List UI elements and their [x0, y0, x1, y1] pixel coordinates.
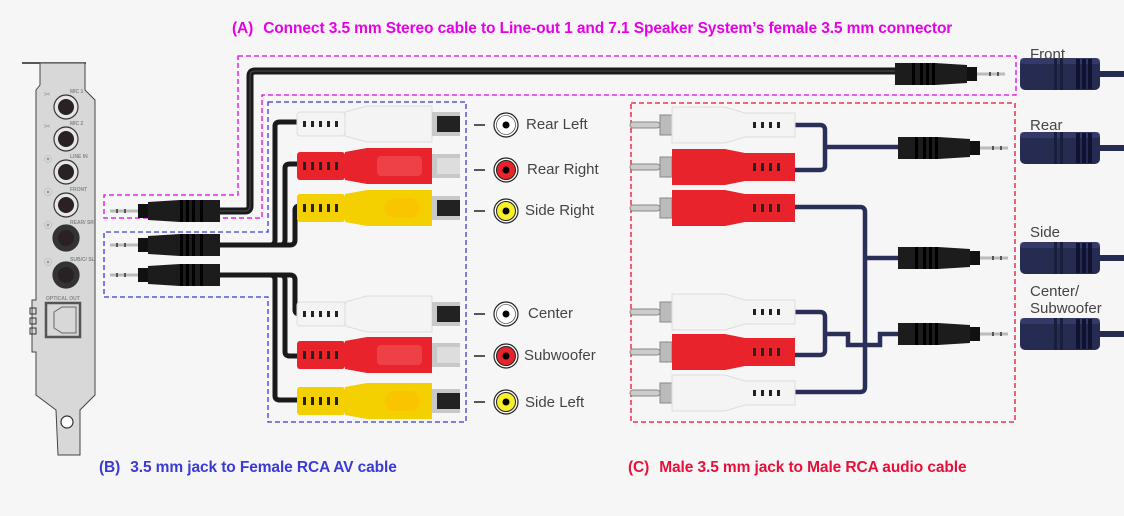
- sound-card: MIC 1 ✂ MIC 2 ✂ LINE IN ⦿ FRONT ⦿ REAR/ SR ⦿ SUB/C…: [22, 62, 96, 456]
- rca-label-side-right: Side Right: [525, 202, 595, 219]
- optical-out-port[interactable]: [44, 301, 82, 339]
- speaker-label-rear: Rear: [1030, 117, 1063, 134]
- rca-jack-center: [502, 352, 510, 360]
- speaker-input-side[interactable]: [1020, 242, 1124, 274]
- caption-c-text: Male 3.5 mm jack to Male RCA audio cable: [659, 459, 967, 476]
- rca-jack-center: [502, 207, 510, 215]
- rca-jack-center: [502, 121, 510, 129]
- port-line-in[interactable]: [53, 159, 79, 185]
- port-label: LINE IN: [70, 154, 88, 160]
- speaker-out-icon: ⦿: [44, 258, 52, 267]
- rca-jack-center: [502, 166, 510, 174]
- rca-male-red-1[interactable]: [629, 148, 796, 186]
- rca-jack-center: [502, 310, 510, 318]
- port-mic-2[interactable]: [53, 126, 79, 152]
- port-label: FRONT: [70, 187, 87, 193]
- rca-jack-center: [502, 398, 510, 406]
- rca-female-subwoofer[interactable]: [297, 337, 460, 373]
- port-label: MIC 2: [70, 121, 84, 127]
- rca-label-center: Center: [528, 305, 574, 322]
- group-c-outline: [630, 102, 1016, 423]
- rca-label-subwoofer: Subwoofer: [524, 347, 596, 364]
- plug-c-center-sub[interactable]: [898, 323, 1008, 345]
- rca-female-rear-left[interactable]: [296, 105, 461, 143]
- caption-c-tag: (C): [628, 459, 650, 476]
- rca-label-rear-left: Rear Left: [526, 116, 588, 133]
- plug-b-upper[interactable]: [110, 234, 220, 256]
- plug-a-card[interactable]: [110, 200, 220, 222]
- speaker-input-rear[interactable]: [1020, 132, 1124, 164]
- caption-a-text: Connect 3.5 mm Stereo cable to Line-out …: [263, 20, 953, 37]
- speaker-label-center-sub: Center/ Subwoofer: [1030, 283, 1102, 317]
- cable-c: [629, 106, 1008, 412]
- rca-female-side-left[interactable]: [297, 383, 460, 419]
- plug-b-lower[interactable]: [110, 264, 220, 286]
- speaker-label-side: Side: [1030, 224, 1061, 241]
- rca-female-side-right[interactable]: [297, 190, 460, 226]
- caption-b-text: 3.5 mm jack to Female RCA AV cable: [130, 459, 397, 476]
- speaker-out-icon: ⦿: [44, 188, 52, 197]
- port-rear-sr[interactable]: [52, 224, 80, 252]
- line-in-icon: ⦿: [44, 155, 52, 164]
- port-label: SUB/C/ SL: [70, 257, 95, 263]
- rca-male-red-2[interactable]: [629, 189, 796, 227]
- rca-male-white-1[interactable]: [629, 106, 796, 144]
- rca-legend: [474, 112, 519, 415]
- plug-c-side[interactable]: [898, 247, 1008, 269]
- caption-b-tag: (B): [99, 459, 121, 476]
- rca-female-center[interactable]: [296, 295, 461, 333]
- speaker-out-icon: ⦿: [44, 221, 52, 230]
- plug-c-rear[interactable]: [898, 137, 1008, 159]
- rca-male-white-3[interactable]: [629, 374, 796, 412]
- optical-out-label: OPTICAL OUT: [46, 296, 80, 302]
- group-a-outline: [103, 55, 1017, 219]
- port-mic-1[interactable]: [53, 94, 79, 120]
- port-label: REAR/ SR: [70, 220, 94, 226]
- rca-label-rear-right: Rear Right: [527, 161, 599, 178]
- port-front[interactable]: [53, 192, 79, 218]
- microphone-icon: ✂: [44, 90, 51, 99]
- group-b-outline: [103, 101, 467, 423]
- caption-a-tag: (A): [232, 20, 254, 37]
- port-sub-c-sl[interactable]: [52, 261, 80, 289]
- caption-a: (A) Connect 3.5 mm Stereo cable to Line-o…: [232, 20, 952, 38]
- speaker-label-front: Front: [1030, 46, 1066, 63]
- cable-a: [110, 63, 1005, 222]
- rca-female-rear-right[interactable]: [297, 148, 460, 184]
- caption-b: (B) 3.5 mm jack to Female RCA AV cable: [99, 459, 397, 477]
- microphone-icon: ✂: [44, 122, 51, 131]
- cable-b: [110, 105, 461, 419]
- rca-male-red-3[interactable]: [629, 333, 796, 371]
- plug-a-speaker[interactable]: [895, 63, 1005, 85]
- rca-label-side-left: Side Left: [525, 394, 585, 411]
- speaker-input-center-sub[interactable]: [1020, 318, 1124, 350]
- port-label: MIC 1: [70, 89, 84, 95]
- rca-male-white-2[interactable]: [629, 293, 796, 331]
- caption-c: (C) Male 3.5 mm jack to Male RCA audio ca…: [628, 459, 967, 477]
